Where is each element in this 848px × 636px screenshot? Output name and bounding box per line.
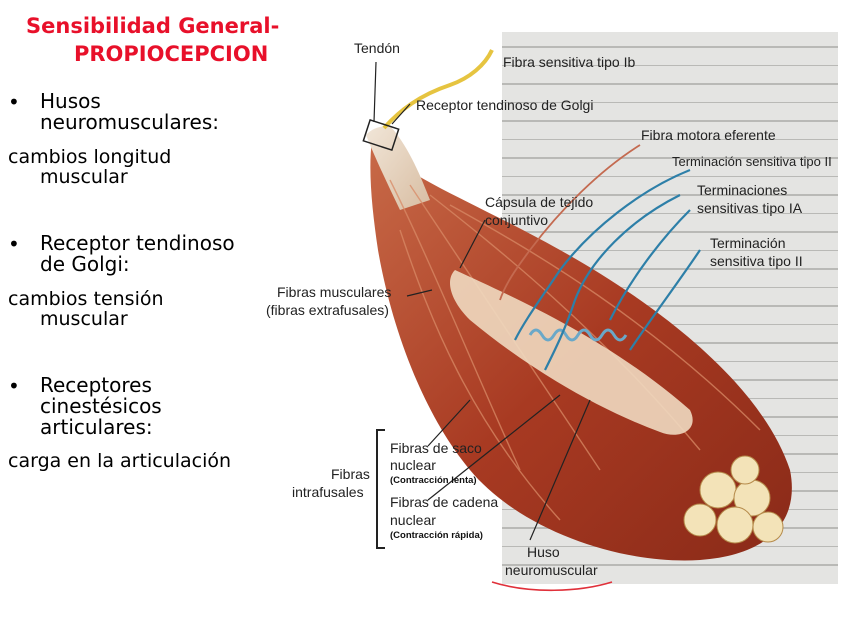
bullet-2-line2: de Golgi: <box>40 252 130 276</box>
bullet-marker: • <box>8 374 20 398</box>
label-huso-2: neuromuscular <box>505 562 598 578</box>
bullet-1-note-line1: cambios longitud <box>8 146 172 168</box>
label-huso-1: Huso <box>527 544 560 560</box>
label-intrafusales-2: intrafusales <box>292 484 364 500</box>
golgi-receptor-box <box>362 118 400 152</box>
label-receptor-golgi: Receptor tendinoso de Golgi <box>416 97 594 113</box>
spindle-capsule <box>450 270 693 435</box>
bullet-marker: • <box>8 232 20 256</box>
bullet-2-note-line1: cambios tensión <box>8 288 164 310</box>
label-saco-2: nuclear <box>390 457 436 473</box>
label-fibra-sensitiva-ib: Fibra sensitiva tipo Ib <box>503 54 636 70</box>
label-terminaciones-ia-1: Terminaciones <box>697 182 788 198</box>
bullet-2-line1: Receptor tendinoso <box>40 231 235 255</box>
bullet-marker: • <box>8 90 20 114</box>
label-cadena-3: (Contracción rápida) <box>390 530 483 541</box>
bullet-1-note-line2: muscular <box>40 166 128 188</box>
label-fibras-musculares-2: (fibras extrafusales) <box>266 302 389 318</box>
motor-nerve <box>499 144 641 301</box>
fibra-ib-nerve <box>382 49 494 130</box>
label-fibras-musculares-1: Fibras musculares <box>277 284 392 300</box>
label-terminacion-ii-1: Terminación <box>710 235 786 251</box>
label-terminacion-ii-top: Terminación sensitiva tipo II <box>672 154 832 169</box>
label-capsula-1: Cápsula de tejido <box>485 194 594 210</box>
bullet-3-line3: articulares: <box>40 415 153 439</box>
bullet-3-line1: Receptores <box>40 373 152 397</box>
spindle-coil-endings <box>528 328 628 342</box>
bullet-3-note-line1: carga en la articulación <box>8 450 232 472</box>
label-saco-3: (Contracción lenta) <box>390 475 477 486</box>
label-capsula-2: conjuntivo <box>485 212 549 228</box>
bullet-1-line1: Husos <box>40 89 101 113</box>
label-cadena-2: nuclear <box>390 512 436 528</box>
sensory-nerves <box>514 168 701 371</box>
label-intrafusales-1: Fibras <box>331 466 370 482</box>
slide-title-line2: PROPIOCEPCION <box>74 42 269 66</box>
leader-lines <box>373 61 591 541</box>
label-cadena-1: Fibras de cadena <box>390 494 499 510</box>
fiber-bundle-ends <box>683 455 784 544</box>
intrafusal-bracket <box>376 429 385 549</box>
bullet-1-line2: neuromusculares: <box>40 110 219 134</box>
label-terminaciones-ia-2: sensitivas tipo IA <box>697 200 803 216</box>
label-fibra-motora: Fibra motora eferente <box>641 127 776 143</box>
label-terminacion-ii-2: sensitiva tipo II <box>710 253 803 269</box>
slide-title-line1: Sensibilidad General- <box>26 14 280 38</box>
bullet-3-line2: cinestésicos <box>40 394 162 418</box>
label-saco-1: Fibras de saco <box>390 440 482 456</box>
bullet-2-note-line2: muscular <box>40 308 128 330</box>
label-tendon: Tendón <box>354 40 400 56</box>
red-underline <box>491 581 613 592</box>
